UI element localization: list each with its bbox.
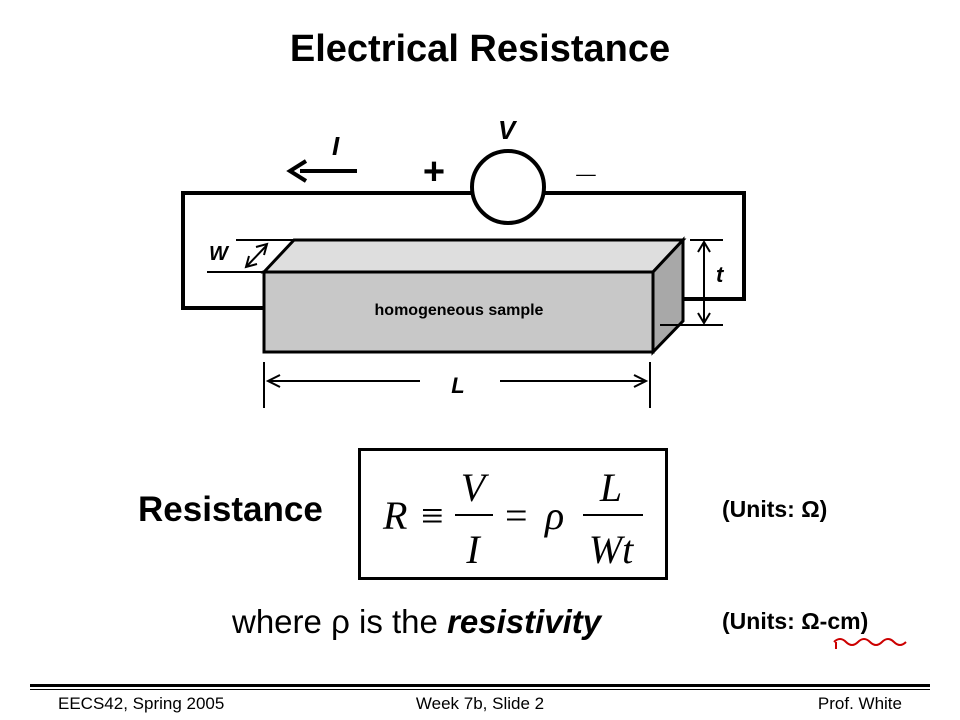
thickness-label: t: [716, 262, 725, 287]
minus-sign: _: [576, 142, 597, 180]
rho-symbol: ρ: [331, 603, 350, 640]
length-label: L: [451, 373, 464, 398]
resistivity-term: resistivity: [447, 603, 602, 640]
sample-label: homogeneous sample: [375, 302, 544, 319]
resistance-units: (Units: Ω): [722, 496, 828, 522]
statement-middle: is the: [349, 603, 448, 640]
resistivity-statement: where ρ is the resistivity: [232, 603, 601, 641]
footer-rule-thick: [30, 684, 930, 687]
units-prefix: (Units:: [722, 608, 802, 634]
formula-r: R: [382, 493, 407, 538]
footer-slide-number: Week 7b, Slide 2: [415, 694, 545, 713]
sample-top-face: [260, 238, 687, 274]
resistance-heading: Resistance: [138, 490, 323, 529]
voltage-source-circle: [470, 149, 546, 225]
voltage-label: V: [498, 115, 518, 145]
current-label: I: [332, 131, 340, 161]
formula-i: I: [465, 527, 481, 572]
formula-equiv: ≡: [421, 493, 444, 538]
circuit-wire-left: [181, 191, 472, 310]
footer-author: Prof. White: [817, 694, 902, 713]
squiggle-underline: [833, 638, 907, 649]
formula-v: V: [461, 465, 490, 510]
statement-prefix: where: [232, 603, 332, 640]
formula-wt: Wt: [589, 527, 634, 572]
units-ohm-cm: Ω-cm: [801, 608, 861, 634]
width-label: W: [209, 243, 230, 265]
resistivity-units: (Units: Ω-cm): [722, 608, 868, 635]
length-dimension: [263, 362, 651, 408]
current-arrow: [286, 159, 357, 183]
footer-rule-thin: [30, 689, 930, 690]
formula-rho: ρ: [543, 493, 564, 538]
plus-sign: +: [423, 151, 445, 193]
slide-title: Electrical Resistance: [289, 28, 671, 70]
formula-equals: =: [505, 493, 528, 538]
formula-box: R ≡ V I = ρ L Wt: [358, 448, 668, 580]
circuit-wire-right: [545, 191, 746, 301]
sample-front-face: [262, 270, 655, 354]
thickness-dimension: [660, 239, 723, 326]
footer-course: EECS42, Spring 2005: [58, 694, 225, 713]
formula-l: L: [599, 465, 622, 510]
circuit-diagram: I V + _ W t L homogeneous sample: [181, 115, 746, 408]
units-suffix: ): [860, 608, 869, 634]
width-dimension: [207, 239, 294, 273]
resistance-formula: R ≡ V I = ρ L Wt: [382, 465, 643, 572]
